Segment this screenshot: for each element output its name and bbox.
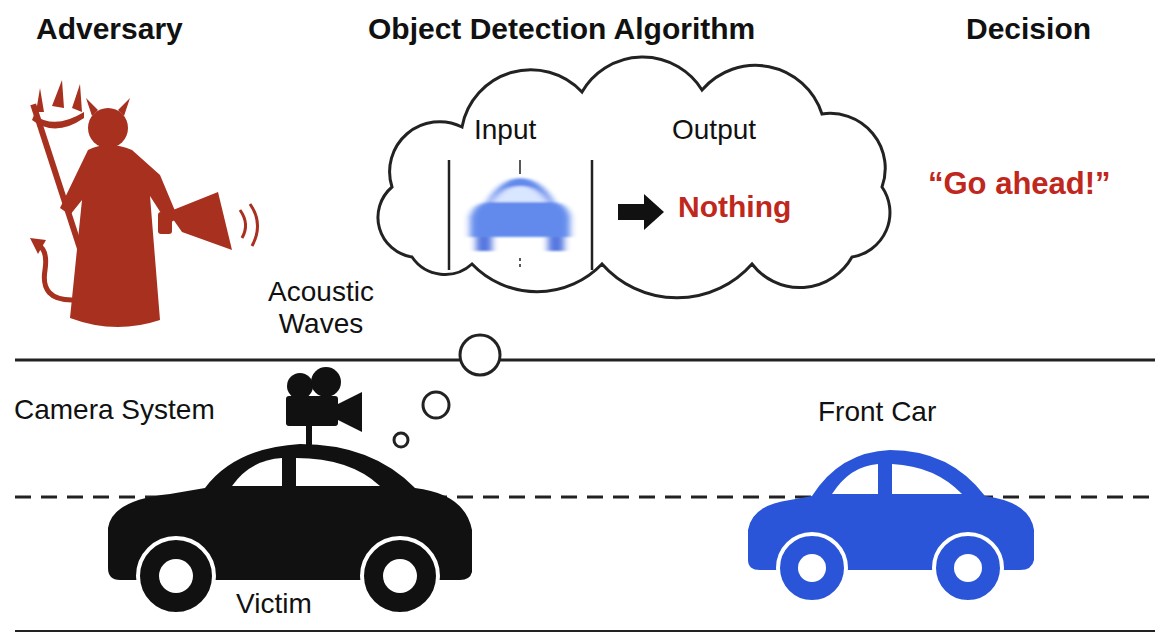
- thought-bubble: [394, 433, 408, 447]
- thought-cloud: Input OutputNothing: [352, 52, 912, 302]
- road-edge: [15, 630, 1155, 632]
- part-label: Camera System: [14, 394, 215, 426]
- cloud-outline: [352, 52, 912, 302]
- column-header: Decision: [966, 12, 1091, 47]
- thought-bubble: [423, 392, 449, 418]
- panel-heading: Output: [672, 114, 756, 146]
- front-car: [748, 450, 1034, 602]
- column-header: Object Detection Algorithm: [368, 12, 755, 47]
- panel-heading: Input: [474, 114, 536, 146]
- adversary-figure: [30, 80, 232, 327]
- output-result: Nothing: [678, 190, 791, 225]
- divider-line: [15, 359, 1155, 362]
- part-label: Front Car: [818, 396, 936, 428]
- sound-waves: [240, 204, 258, 246]
- decision-text: “Go ahead!”: [928, 166, 1111, 202]
- column-header: Adversary: [36, 12, 183, 47]
- signal-label: Acoustic Waves: [246, 276, 396, 340]
- part-label: Victim: [236, 588, 312, 620]
- thought-bubble: [460, 335, 500, 375]
